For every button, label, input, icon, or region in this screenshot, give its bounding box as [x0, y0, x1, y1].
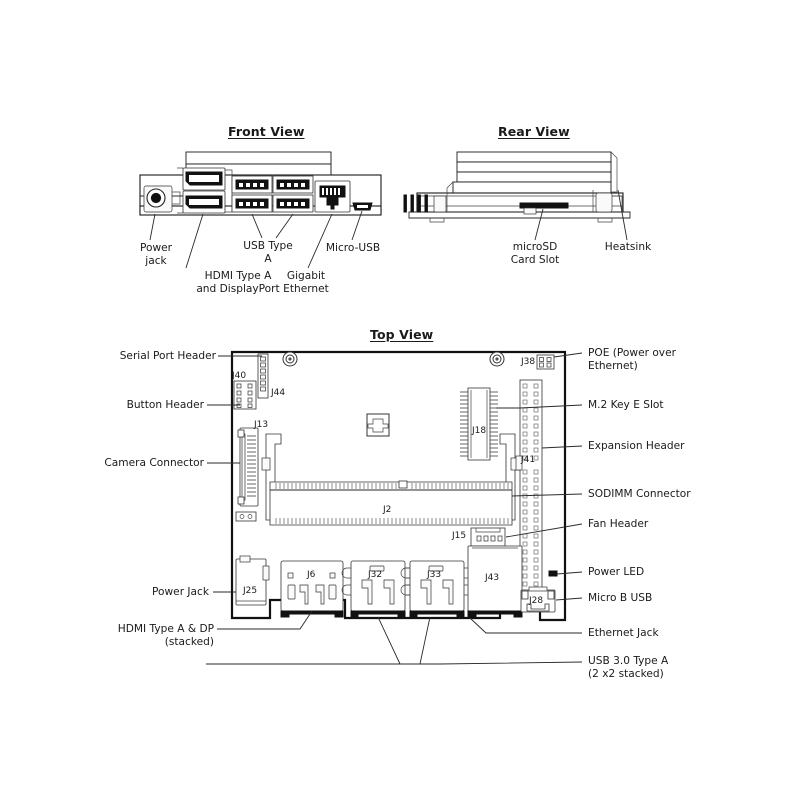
refdes-j38: J38: [521, 357, 536, 367]
front-view-chassis: [139, 151, 382, 216]
refdes-j28: J28: [529, 596, 544, 606]
refdes-j32: J32: [368, 570, 383, 580]
callout-hdmi-dp-stacked: HDMI Type A & DP (stacked): [117, 623, 214, 648]
top-view-leaders-left: [207, 355, 313, 630]
top-view-title: Top View: [370, 327, 434, 342]
callout-rear-heatsink: Heatsink: [604, 241, 652, 253]
connector-j33-usb3: [400, 560, 474, 618]
connector-j25-power-jack: [235, 555, 270, 606]
refdes-j13: J13: [254, 420, 269, 430]
refdes-j15: J15: [452, 531, 467, 541]
connector-j6-hdmi-dp: [280, 560, 344, 618]
connector-j15-fan-header: [470, 527, 506, 547]
refdes-j18: J18: [472, 426, 487, 436]
connector-j38-poe-header: [536, 354, 555, 370]
callout-front-micro-usb: Micro-USB: [325, 242, 381, 254]
front-rj45-connector: [314, 180, 351, 213]
connector-j13-camera: [235, 427, 259, 522]
front-usb-a-left: [231, 175, 273, 213]
connector-j44-serial-header: [257, 353, 269, 399]
connector-j40-button-header: [233, 380, 257, 410]
callout-serial-port-header: Serial Port Header: [119, 350, 216, 362]
connector-j18-m2-key-e: [460, 387, 498, 461]
callout-power-led: Power LED: [588, 566, 645, 578]
rear-view-title: Rear View: [498, 124, 570, 139]
refdes-j25: J25: [243, 586, 258, 596]
connector-j43-ethernet-jack: [467, 545, 523, 618]
connector-j28-micro-b-usb: [520, 586, 556, 613]
callout-expansion-header: Expansion Header: [588, 440, 685, 452]
callout-sodimm-connector: SODIMM Connector: [588, 488, 691, 500]
front-micro-usb-connector: [352, 202, 373, 211]
connector-j2-sodimm: [261, 433, 520, 526]
callout-micro-b-usb: Micro B USB: [588, 592, 653, 604]
callout-front-usb-type-a: USB Type A: [243, 240, 293, 265]
refdes-j44: J44: [271, 388, 286, 398]
callout-button-header: Button Header: [126, 399, 204, 411]
front-displayport-connector: [182, 167, 226, 191]
refdes-j40: J40: [232, 371, 247, 381]
connector-j41-expansion-header: [515, 379, 543, 593]
callout-front-power-jack: Power jack: [139, 242, 173, 267]
callout-m2-key-e-slot: M.2 Key E Slot: [588, 399, 664, 411]
refdes-j41: J41: [521, 455, 536, 465]
front-power-jack-connector: [143, 185, 181, 213]
refdes-j43: J43: [485, 573, 500, 583]
front-hdmi-connector: [182, 190, 226, 214]
callout-fan-header: Fan Header: [588, 518, 649, 530]
refdes-j2: J2: [383, 505, 392, 515]
rear-view-leaders: [534, 189, 628, 241]
callout-poe: POE (Power over Ethernet): [588, 347, 676, 372]
callout-rear-microsd: microSD Card Slot: [510, 241, 560, 266]
top-view-leaders-right: [206, 352, 583, 665]
callout-usb30-type-a: USB 3.0 Type A (2 x2 stacked): [588, 655, 669, 680]
indicator-power-led: [548, 570, 558, 577]
rear-pin-header: [403, 194, 428, 213]
front-view-title: Front View: [228, 124, 305, 139]
front-view-leaders: [149, 210, 363, 269]
front-usb-a-right: [272, 175, 314, 213]
connector-j32-usb3: [341, 560, 415, 618]
rear-view-chassis: [403, 151, 631, 223]
callout-camera-connector: Camera Connector: [104, 457, 204, 469]
callout-ethernet-jack: Ethernet Jack: [588, 627, 659, 639]
mounting-holes: [282, 351, 505, 437]
rear-microsd-slot: [519, 202, 569, 215]
refdes-j33: J33: [427, 570, 442, 580]
callout-top-power-jack: Power Jack: [152, 586, 209, 598]
callout-front-hdmi-dp: HDMI Type A and DisplayPort: [196, 270, 280, 295]
callout-front-gigabit-ethernet: Gigabit Ethernet: [283, 270, 329, 295]
refdes-j6: J6: [307, 570, 316, 580]
